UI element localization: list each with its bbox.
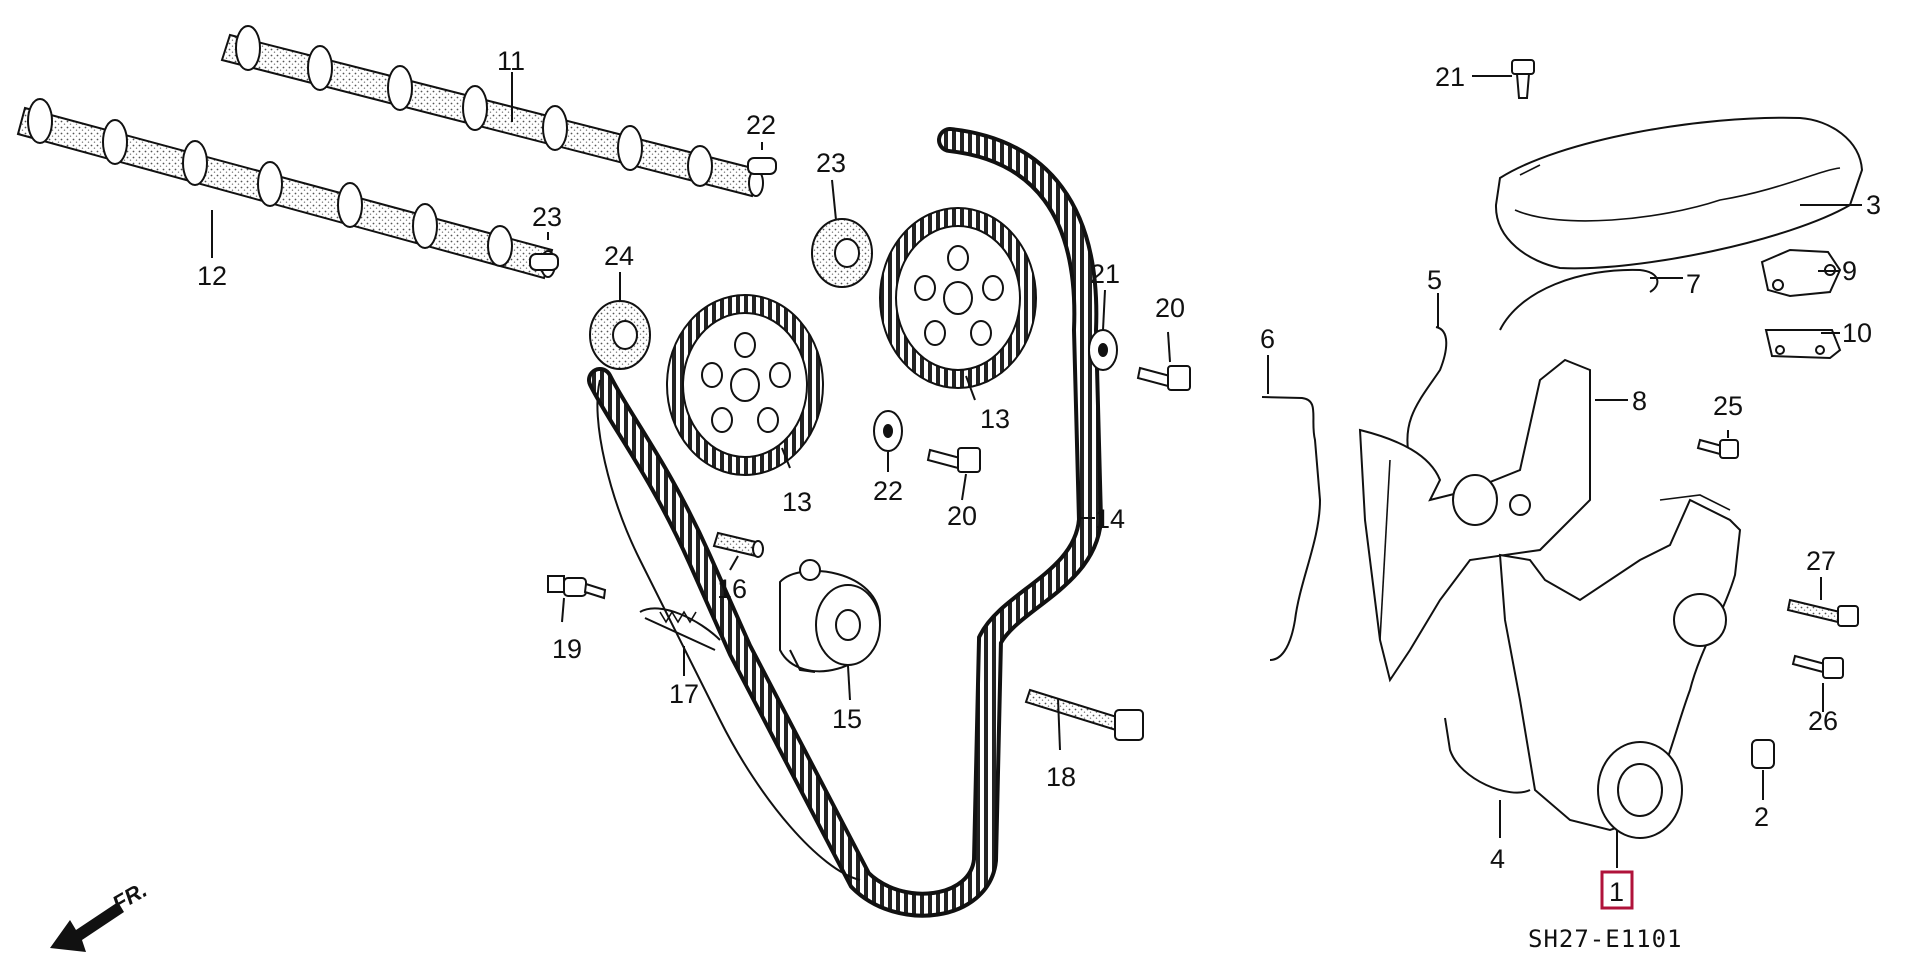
- callout-12: 12: [197, 261, 227, 291]
- callout-7: 7: [1686, 269, 1701, 299]
- callout-13-left: 13: [782, 487, 812, 517]
- callout-23-upper: 22: [746, 110, 776, 140]
- bolt-27: [1786, 598, 1859, 627]
- callout-17: 17: [669, 679, 699, 709]
- upper-cover-3: [1494, 116, 1864, 270]
- cam-pulley-right: [879, 207, 1037, 389]
- callout-19: 19: [552, 634, 582, 664]
- cover-seal-7: [1499, 268, 1659, 331]
- tensioner-pulley: [779, 559, 882, 673]
- camshaft-upper: [220, 25, 764, 198]
- callout-10: 10: [1842, 318, 1872, 348]
- bolt-21: [1511, 59, 1535, 99]
- callout-11: 11: [497, 46, 525, 76]
- bracket-9: [1760, 248, 1842, 298]
- woodruff-key-lower: [529, 253, 559, 271]
- callout-22-upper: 21: [1090, 259, 1120, 289]
- callout-24-lower: 24: [604, 241, 634, 271]
- highlight-box: [1600, 870, 1634, 910]
- bracket-10: [1764, 329, 1842, 360]
- callout-18: 18: [1046, 762, 1076, 792]
- leader-lines: [211, 72, 1862, 868]
- callout-24-upper: 23: [816, 148, 846, 178]
- nut-2: [1751, 739, 1775, 769]
- oil-seal-left: [589, 300, 651, 370]
- callout-20-lower: 20: [947, 501, 977, 531]
- stud-bolt: [712, 531, 764, 558]
- callout-20-upper: 20: [1155, 293, 1185, 323]
- callout-4: 4: [1490, 844, 1505, 874]
- washer-lower: [873, 410, 903, 452]
- woodruff-key-upper: [747, 157, 777, 175]
- callout-3: 3: [1866, 190, 1881, 220]
- bolt-lower: [926, 447, 981, 473]
- callout-21-label: 21: [1435, 62, 1465, 92]
- tensioner-bolt-19: [547, 575, 607, 600]
- cam-pulley-left: [666, 294, 824, 476]
- callout-2: 2: [1754, 802, 1769, 832]
- callout-1: 1: [1609, 877, 1624, 907]
- callout-labels: 11 12 22 23 23 24 13 13 21 20 22 20 14 1…: [197, 46, 1881, 910]
- middle-cover-8: [1358, 358, 1591, 683]
- callout-25: 25: [1713, 391, 1743, 421]
- callout-23-lower: 23: [532, 202, 562, 232]
- callout-26: 26: [1808, 706, 1838, 736]
- washer-upper: [1088, 329, 1118, 371]
- callout-14: 14: [1095, 504, 1125, 534]
- callout-16: 16: [717, 574, 747, 604]
- callout-27: 27: [1806, 546, 1836, 576]
- seal-6: [1261, 396, 1322, 661]
- callout-15: 15: [832, 704, 862, 734]
- seal-4: [1444, 717, 1531, 794]
- callout-6: 6: [1260, 324, 1275, 354]
- lower-cover-1: [1498, 494, 1742, 839]
- camshaft-lower: [16, 98, 556, 280]
- long-bolt: [1024, 688, 1144, 741]
- seal-5: [1406, 326, 1448, 461]
- bolt-upper: [1136, 365, 1191, 391]
- timing-belt: [587, 127, 1104, 918]
- bolt-26: [1791, 654, 1844, 679]
- tensioner-spring: [639, 607, 721, 651]
- front-arrow: FR.: [50, 877, 151, 952]
- bolt-25: [1696, 438, 1739, 459]
- callout-8: 8: [1632, 386, 1647, 416]
- callout-13-right: 13: [980, 404, 1010, 434]
- callout-5: 5: [1427, 265, 1442, 295]
- diagram-code: SH27-E1101: [1528, 925, 1683, 953]
- oil-seal-right: [811, 218, 873, 288]
- callout-9: 9: [1842, 256, 1857, 286]
- callout-22-lower: 22: [873, 476, 903, 506]
